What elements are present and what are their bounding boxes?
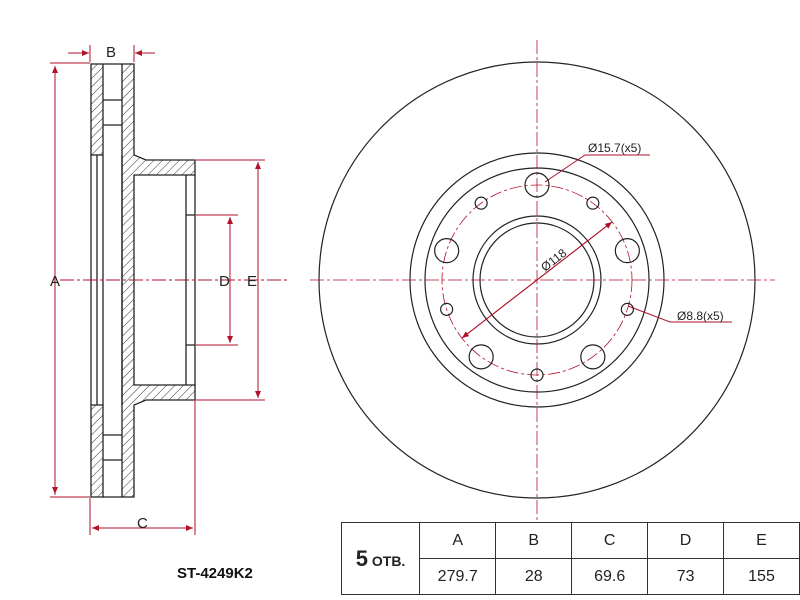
value-a: 279.7: [419, 558, 497, 595]
bolt-hole-large: [524, 172, 550, 198]
bolt-hole-large: [468, 344, 494, 370]
dim-label-e: E: [247, 273, 257, 290]
header-d: D: [647, 522, 724, 559]
bolt-hole-large: [580, 344, 606, 370]
bolt-hole-small: [530, 368, 544, 382]
bolt-hole-large: [614, 238, 640, 264]
bolt-hole-large: [434, 238, 460, 264]
header-b: B: [495, 522, 573, 559]
bolt-hole-small: [440, 302, 454, 316]
header-c: C: [571, 522, 649, 559]
dim-label-d: D: [219, 273, 230, 290]
header-a: A: [419, 522, 497, 559]
value-d: 73: [647, 558, 724, 595]
holes-count-cell: 5 ОТВ.: [340, 522, 421, 595]
holes-count: 5: [355, 545, 368, 571]
hole-large-label: Ø15.7(x5): [588, 141, 641, 155]
holes-label: ОТВ.: [371, 552, 406, 569]
bolt-hole-small: [620, 302, 634, 316]
bolt-hole-small: [586, 196, 600, 210]
spec-table: 5 ОТВ. A B C D E 279.7 28 69.6 73 155: [340, 522, 800, 595]
front-view: [310, 40, 775, 520]
hole-small-label: Ø8.8(x5): [677, 309, 724, 323]
dim-label-c: C: [137, 515, 148, 532]
center-bore-label: Ø118: [538, 246, 569, 275]
dim-label-b: B: [106, 44, 116, 61]
side-dimensions: [50, 45, 290, 535]
value-e: 155: [722, 558, 800, 595]
bolt-hole-small: [474, 196, 488, 210]
dim-label-a: A: [50, 273, 60, 290]
part-number: ST-4249K2: [177, 565, 253, 582]
header-e: E: [722, 522, 800, 559]
value-b: 28: [495, 558, 573, 595]
value-c: 69.6: [571, 558, 649, 595]
